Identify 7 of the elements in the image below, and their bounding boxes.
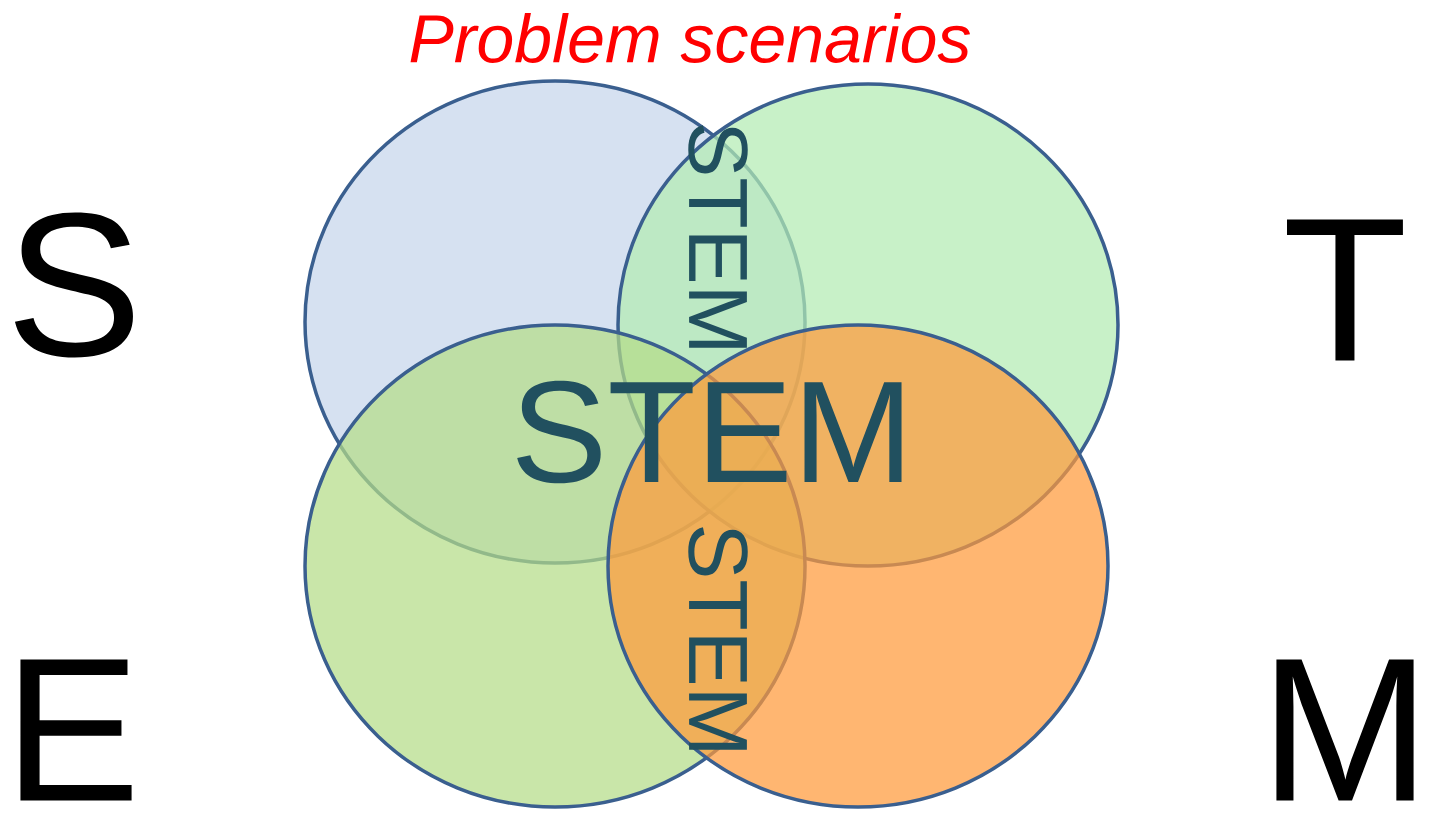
letter: M <box>1276 659 1414 801</box>
label: STEM <box>688 125 748 348</box>
letter: S <box>14 212 133 358</box>
label: STEM <box>688 527 748 750</box>
title: Problem scenarios <box>410 13 970 63</box>
letter: E <box>20 659 132 801</box>
letter: T <box>1287 219 1403 361</box>
